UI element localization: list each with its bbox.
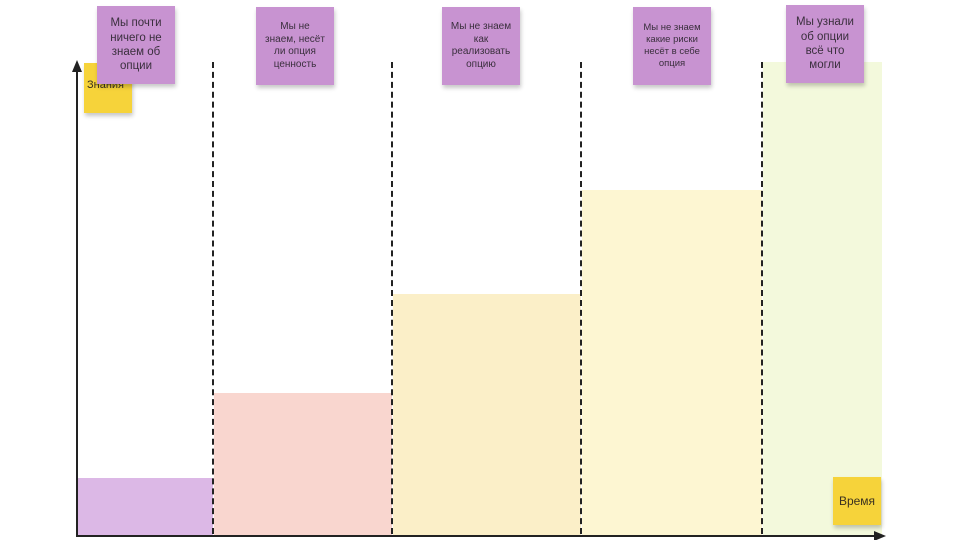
stage-1-knowledge-bar	[78, 478, 213, 535]
stage-divider-1	[212, 62, 214, 534]
x-axis-arrow-icon	[874, 531, 886, 540]
stage-4-note-text: Мы не знаем какие риски несёт в себе опц…	[643, 22, 701, 69]
stage-5-note-text: Мы узнали об опции всё что могли	[796, 16, 854, 72]
x-axis-label: Время	[838, 493, 876, 508]
stage-divider-4	[761, 62, 763, 534]
stage-3-note: Мы не знаем как реализовать опцию	[442, 7, 520, 85]
stage-1-note-text: Мы почти ничего не знаем об опции	[110, 17, 162, 73]
stage-3-knowledge-bar	[393, 294, 581, 535]
stage-2-note: Мы не знаем, несёт ли опция ценность	[256, 7, 334, 85]
stage-4-knowledge-bar	[582, 190, 762, 535]
stage-divider-2	[391, 62, 393, 534]
x-axis-label-sticky: Время	[833, 477, 881, 525]
stage-4-note: Мы не знаем какие риски несёт в себе опц…	[633, 7, 711, 85]
stage-3-note-text: Мы не знаем как реализовать опцию	[450, 21, 512, 70]
stage-5-knowledge-bar	[763, 62, 882, 535]
stage-5-note: Мы узнали об опции всё что могли	[786, 5, 864, 83]
y-axis-arrow-icon	[72, 60, 82, 72]
stage-2-note-text: Мы не знаем, несёт ли опция ценность	[265, 21, 325, 70]
stage-divider-3	[580, 62, 582, 534]
stage-1-note: Мы почти ничего не знаем об опции	[97, 6, 175, 84]
stage-2-knowledge-bar	[214, 393, 392, 535]
